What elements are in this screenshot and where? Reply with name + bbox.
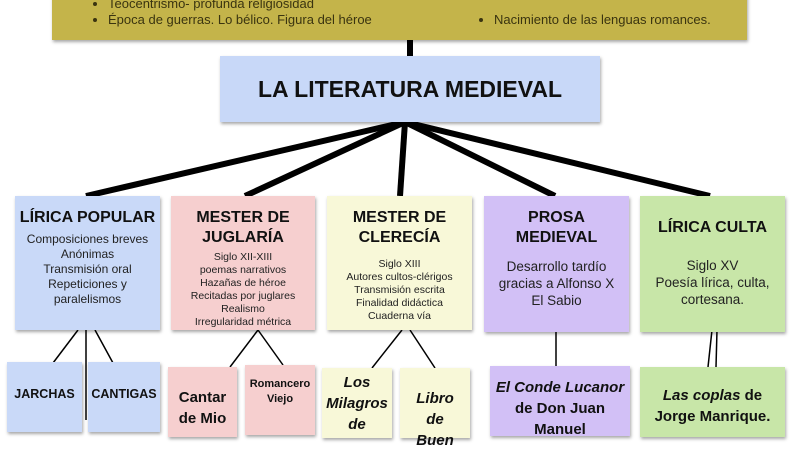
category-line: Autores cultos-clérigos <box>346 271 453 283</box>
context-item: Teocentrismo- profunda religiosidad <box>108 0 398 12</box>
category-line: Siglo XV <box>686 258 739 273</box>
context-item: Nacimiento de las lenguas romances. <box>494 12 711 28</box>
connector-lines <box>52 40 718 420</box>
context-item: Época de guerras. Lo bélico. Figura del … <box>108 12 398 28</box>
main-connectors <box>85 40 711 199</box>
category-line: poemas narrativos <box>199 264 287 276</box>
category-line: Transmisión escrita <box>354 284 445 296</box>
work-title: Cantar de Mio <box>178 389 227 427</box>
category-line: Siglo XII-XIII <box>213 251 273 263</box>
work-connector: de <box>744 387 763 404</box>
connector <box>403 119 557 199</box>
work-milagros: Los Milagros de <box>322 368 392 438</box>
category-line: Cuaderna vía <box>367 310 432 322</box>
work-title: Romancero Viejo <box>249 378 311 405</box>
work-conde-lucanor: El Conde Lucanor de Don Juan Manuel <box>490 366 630 438</box>
category-prosa-medieval: PROSA MEDIEVAL Desarrollo tardío gracias… <box>484 196 629 332</box>
main-title-box: LA LITERATURA MEDIEVAL <box>220 56 600 122</box>
category-line: Poesía lírica, culta, cortesana. <box>655 275 770 307</box>
category-line: Irregularidad métrica <box>194 316 292 328</box>
category-lirica-popular: LÍRICA POPULAR Composiciones breves Anón… <box>15 196 160 330</box>
connector <box>404 119 711 199</box>
category-line: Recitadas por juglares <box>190 290 296 302</box>
work-libro-buen-amor: Libro de Buen <box>400 368 470 449</box>
work-author: Jorge Manrique. <box>654 408 771 425</box>
work-title: CANTIGAS <box>91 387 157 401</box>
category-mester-clerecia: MESTER DE CLERECÍA Siglo XIII Autores cu… <box>327 196 472 330</box>
work-cantigas: CANTIGAS <box>88 362 160 432</box>
work-coplas: Las coplas de Jorge Manrique. <box>640 367 785 437</box>
connector <box>397 121 408 197</box>
work-title: Los Milagros de <box>326 374 388 433</box>
work-romancero-viejo: Romancero Viejo <box>245 365 315 435</box>
category-lirica-culta: LÍRICA CULTA Siglo XV Poesía lírica, cul… <box>640 196 785 332</box>
page-title: LA LITERATURA MEDIEVAL <box>257 75 563 102</box>
category-line: Desarrollo tardío gracias a Alfonso X El… <box>498 259 615 308</box>
connector <box>85 119 406 199</box>
work-cantar-mio-cid: Cantar de Mio <box>168 367 237 437</box>
category-line: Repeticiones y paralelismos <box>48 277 127 306</box>
category-line: Siglo XIII <box>378 258 421 270</box>
work-title: El Conde Lucanor <box>495 379 625 396</box>
category-line: Finalidad didáctica <box>356 297 443 309</box>
sub-connectors <box>52 329 718 420</box>
category-line: Transmisión oral <box>43 262 132 276</box>
category-title: MESTER DE CLERECÍA <box>352 209 447 246</box>
category-line: Hazañas de héroe <box>200 277 286 289</box>
connector <box>243 119 407 199</box>
category-line: Realismo <box>221 303 265 315</box>
category-line: Anónimas <box>60 247 115 261</box>
category-title: PROSA MEDIEVAL <box>515 209 598 246</box>
category-title: LÍRICA POPULAR <box>19 209 156 226</box>
category-line: Composiciones breves <box>26 232 149 246</box>
work-author: de Don Juan Manuel <box>514 400 605 438</box>
work-title: Las coplas <box>662 387 741 404</box>
category-title: MESTER DE JUGLARÍA <box>196 209 290 246</box>
category-mester-juglaria: MESTER DE JUGLARÍA Siglo XII-XIII poemas… <box>171 196 315 330</box>
context-box: Teocentrismo- profunda religiosidadÉpoca… <box>52 0 747 40</box>
work-jarchas: JARCHAS <box>7 362 82 432</box>
work-title: JARCHAS <box>14 387 75 401</box>
category-title: LÍRICA CULTA <box>657 219 767 236</box>
